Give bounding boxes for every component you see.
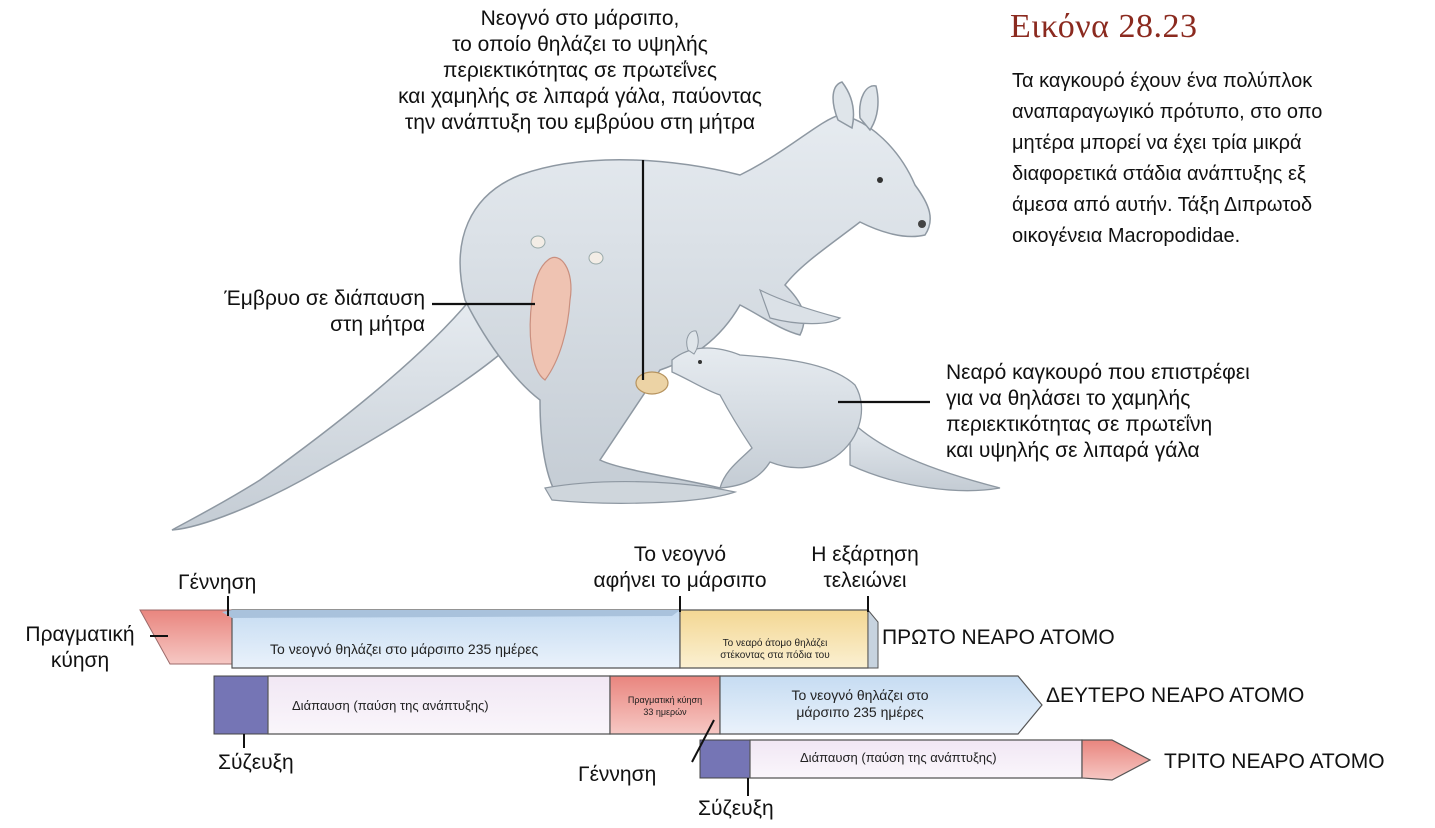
ovary-left — [531, 236, 545, 248]
row3-mating-face — [700, 740, 750, 778]
label-line: Η εξάρτηση — [785, 542, 945, 568]
label-line: τελειώνει — [785, 568, 945, 594]
annotation-pouch-newborn: Νεογνό στο μάρσιπο, το οποίο θηλάζει το … — [330, 6, 830, 136]
label-line: Πραγματική — [10, 622, 150, 648]
joey-ear — [687, 331, 698, 354]
label-true-gestation: Πραγματική κύηση — [10, 622, 150, 674]
figure-caption: Τα καγκουρό έχουν ένα πολύπλοκ αναπαραγω… — [1012, 66, 1322, 252]
row3-gestation-tip — [1082, 740, 1150, 780]
annotation-young-joey: Νεαρό καγκουρό που επιστρέφει για να θηλ… — [946, 360, 1346, 464]
annotation-line: και χαμηλής σε λιπαρά γάλα, παύοντας — [330, 84, 830, 110]
row1-end-text: Το νεαρό άτομο θηλάζει στέκοντας στα πόδ… — [684, 638, 866, 662]
label-mating-2: Σύζευξη — [698, 796, 774, 822]
annotation-line: περιεκτικότητας σε πρωτεΐνες — [330, 58, 830, 84]
caption-line: διαφορετικά στάδια ανάπτυξης εξ — [1012, 159, 1322, 190]
row1-name: ΠΡΩΤΟ ΝΕΑΡΟ ΑΤΟΜΟ — [882, 626, 1115, 650]
kangaroo-nose — [918, 220, 926, 228]
row1-arrow-tip — [868, 610, 878, 668]
label-line: Το νεογνό — [585, 542, 775, 568]
text-line: Το νεογνό θηλάζει στο — [730, 687, 990, 704]
annotation-line: και υψηλής σε λιπαρά γάλα — [946, 438, 1346, 464]
label-birth-top: Γέννηση — [178, 570, 256, 596]
annotation-diapause-embryo: Έμβρυο σε διάπαυση στη μήτρα — [140, 286, 425, 338]
text-line: Πραγματική κύηση — [612, 694, 718, 706]
annotation-line: Έμβρυο σε διάπαυση — [140, 286, 425, 312]
annotation-line: για να θηλάσει το χαμηλής — [946, 386, 1346, 412]
label-mating-1: Σύζευξη — [218, 750, 294, 776]
row2-mid-text: Πραγματική κύηση 33 ημερών — [612, 694, 718, 718]
label-birth-2: Γέννηση — [578, 762, 656, 788]
text-line: στέκοντας στα πόδια του — [684, 650, 866, 662]
caption-line: άμεσα από αυτήν. Τάξη Διπρωτοδ — [1012, 190, 1322, 221]
row1-pouch-bar — [232, 610, 680, 668]
label-line: αφήνει το μάρσιπο — [585, 568, 775, 594]
annotation-line: περιεκτικότητας σε πρωτεΐνη — [946, 412, 1346, 438]
pouch-newborn-illustration — [636, 372, 668, 394]
joey-body — [672, 348, 862, 488]
caption-line: αναπαραγωγικό πρότυπο, στο οπο — [1012, 97, 1322, 128]
text-line: 33 ημερών — [612, 706, 718, 718]
row3-main-text: Διάπαυση (παύση της ανάπτυξης) — [800, 750, 997, 765]
label-dependence-ends: Η εξάρτηση τελειώνει — [785, 542, 945, 594]
annotation-line: την ανάπτυξη του εμβρύου στη μήτρα — [330, 110, 830, 136]
text-line: μάρσιπο 235 ημέρες — [730, 704, 990, 721]
figure-title: Εικόνα 28.23 — [1010, 8, 1198, 46]
row2-main-text: Διάπαυση (παύση της ανάπτυξης) — [292, 698, 489, 713]
annotation-line: στη μήτρα — [140, 312, 425, 338]
row2-mating-face — [214, 676, 268, 734]
label-line: κύηση — [10, 648, 150, 674]
annotation-line: Νεαρό καγκουρό που επιστρέφει — [946, 360, 1346, 386]
row2-name: ΔΕΥΤΕΡΟ ΝΕΑΡΟ ΑΤΟΜΟ — [1046, 684, 1304, 708]
caption-line: οικογένεια Macropodidae. — [1012, 221, 1322, 252]
annotation-line: Νεογνό στο μάρσιπο, — [330, 6, 830, 32]
ovary-right — [589, 252, 603, 264]
row3-name: ΤΡΙΤΟ ΝΕΑΡΟ ΑΤΟΜΟ — [1164, 750, 1385, 774]
joey-eye — [698, 360, 702, 364]
label-leaves-pouch: Το νεογνό αφήνει το μάρσιπο — [585, 542, 775, 594]
text-line: Το νεαρό άτομο θηλάζει — [684, 638, 866, 650]
caption-line: Τα καγκουρό έχουν ένα πολύπλοκ — [1012, 66, 1322, 97]
row2-end-text: Το νεογνό θηλάζει στο μάρσιπο 235 ημέρες — [730, 687, 990, 721]
caption-line: μητέρα μπορεί να έχει τρία μικρά — [1012, 128, 1322, 159]
annotation-line: το οποίο θηλάζει το υψηλής — [330, 32, 830, 58]
kangaroo-eye — [877, 177, 883, 183]
kangaroo-forearm — [760, 290, 840, 324]
row1-main-text: Το νεογνό θηλάζει στο μάρσιπο 235 ημέρες — [270, 641, 538, 657]
